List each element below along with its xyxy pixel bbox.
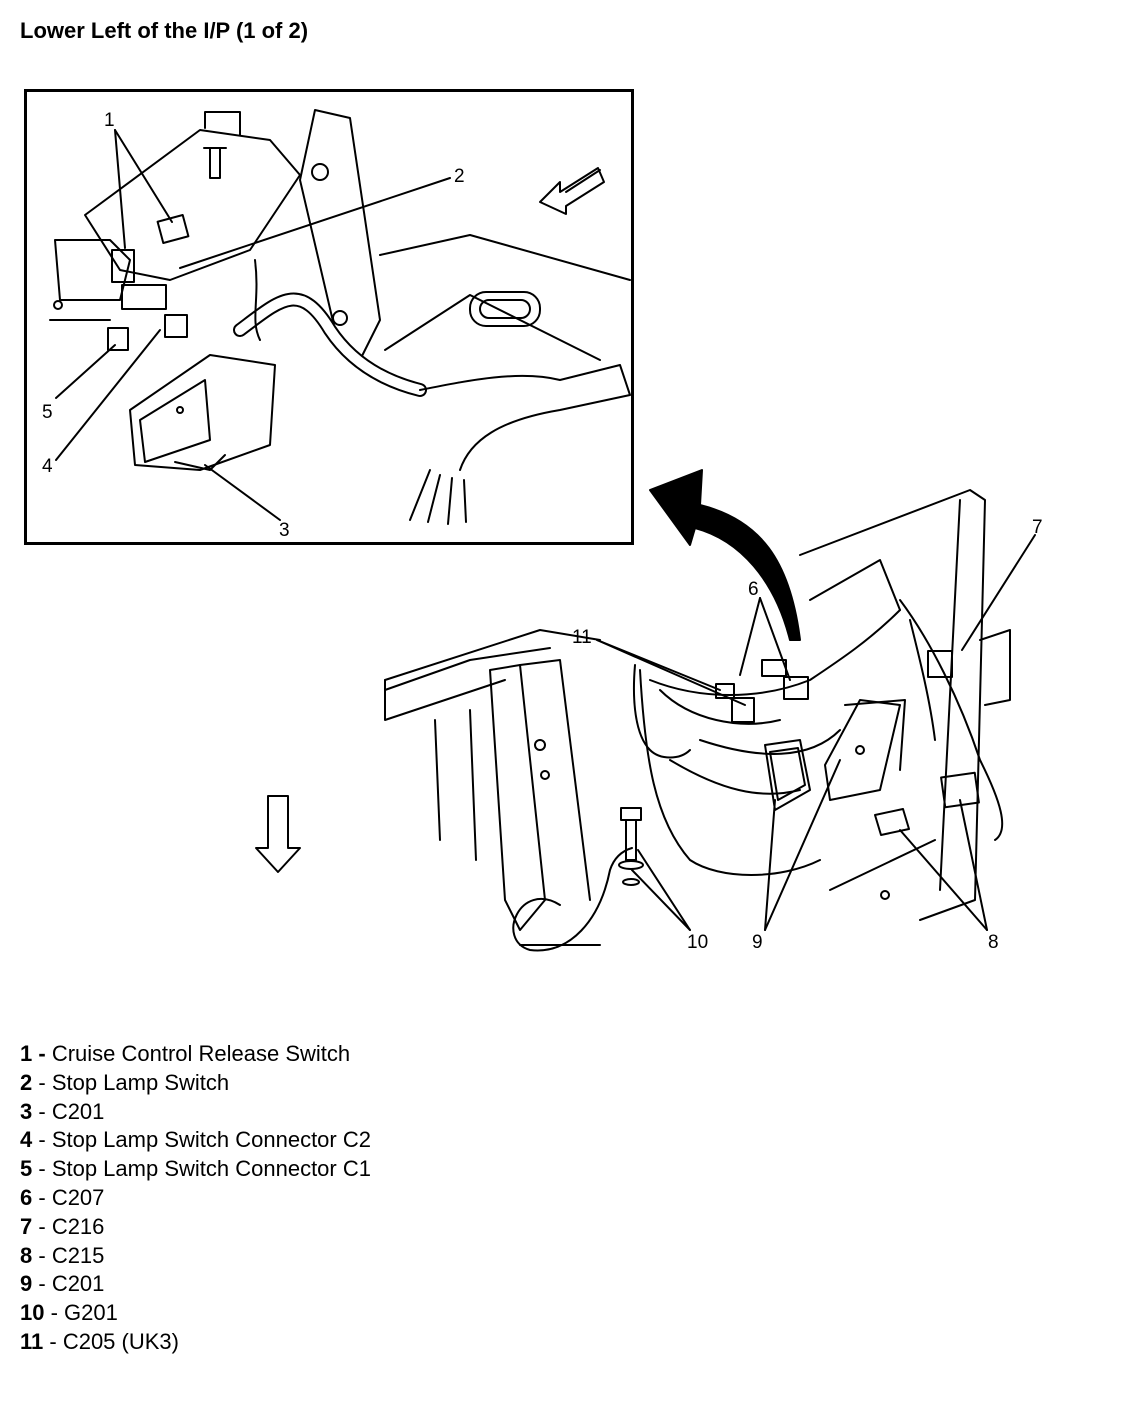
legend-item: 5 - Stop Lamp Switch Connector C1 xyxy=(20,1155,371,1184)
page-title: Lower Left of the I/P (1 of 2) xyxy=(20,18,309,43)
legend-number: 7 xyxy=(20,1213,33,1239)
legend-label: C201 xyxy=(51,1271,105,1297)
detail-inset-frame xyxy=(24,89,634,545)
legend-number: 3 xyxy=(20,1098,33,1124)
legend-item: 4 - Stop Lamp Switch Connector C2 xyxy=(20,1126,371,1155)
legend-label: Stop Lamp Switch Connector C1 xyxy=(51,1156,371,1182)
legend-number: 9 xyxy=(20,1271,33,1297)
legend-label: Cruise Control Release Switch xyxy=(51,1041,351,1066)
legend-separator: - xyxy=(32,1041,52,1066)
callout-11: 11 xyxy=(572,627,592,648)
legend-label: C216 xyxy=(51,1213,105,1239)
legend-separator: - xyxy=(44,1300,65,1326)
legend-number: 6 xyxy=(20,1184,33,1210)
callout-7: 7 xyxy=(1032,517,1043,538)
legend-item: 9 - C201 xyxy=(20,1270,371,1299)
legend-separator: - xyxy=(43,1328,63,1354)
legend-label: Stop Lamp Switch xyxy=(51,1069,230,1095)
callout-2: 2 xyxy=(454,166,465,187)
legend-item: 3 - C201 xyxy=(20,1098,371,1127)
legend-item: 8 - C215 xyxy=(20,1242,371,1271)
legend-label: Stop Lamp Switch Connector C2 xyxy=(51,1127,371,1153)
legend-item: 10 - G201 xyxy=(20,1299,371,1328)
legend-number: 5 xyxy=(20,1156,33,1182)
callout-5: 5 xyxy=(42,402,53,423)
legend-separator: - xyxy=(32,1069,52,1095)
callout-labels: 1 2 3 4 5 6 7 8 9 10 11 xyxy=(42,110,1043,953)
callout-10: 10 xyxy=(687,932,708,953)
legend-number: 4 xyxy=(20,1127,33,1153)
legend-number: 1 xyxy=(20,1041,33,1066)
callout-9: 9 xyxy=(752,932,763,953)
legend-separator: - xyxy=(32,1213,52,1239)
callout-3: 3 xyxy=(279,520,290,541)
main-illustration xyxy=(255,489,1036,952)
legend-number: 8 xyxy=(20,1242,33,1268)
legend-label: C201 xyxy=(51,1098,105,1124)
callout-8: 8 xyxy=(988,932,999,953)
legend-item: 7 - C216 xyxy=(20,1213,371,1242)
legend-item: 2 - Stop Lamp Switch xyxy=(20,1069,371,1098)
legend-number: 2 xyxy=(20,1069,33,1095)
legend-label: C205 (UK3) xyxy=(62,1328,179,1354)
legend-label: C215 xyxy=(51,1242,105,1268)
inset-illustration xyxy=(49,109,631,525)
callout-6: 6 xyxy=(748,579,759,600)
legend-separator: - xyxy=(32,1156,52,1182)
legend-separator: - xyxy=(32,1184,52,1210)
legend-item: 11 - C205 (UK3) xyxy=(20,1328,371,1357)
curved-reference-arrow xyxy=(649,469,801,641)
down-arrow xyxy=(255,795,301,873)
legend-number: 10 xyxy=(20,1300,45,1326)
legend-separator: - xyxy=(32,1127,52,1153)
legend-label: G201 xyxy=(64,1300,118,1326)
callout-1: 1 xyxy=(104,110,115,131)
legend-item: 1 - Cruise Control Release Switch xyxy=(20,1040,371,1069)
legend-separator: - xyxy=(32,1242,52,1268)
legend-number: 11 xyxy=(20,1328,44,1354)
legend-separator: - xyxy=(32,1098,52,1124)
legend-separator: - xyxy=(32,1271,52,1297)
callout-4: 4 xyxy=(42,456,53,477)
legend-label: C207 xyxy=(51,1184,105,1210)
legend: 1 - Cruise Control Release Switch 2 - St… xyxy=(20,1040,371,1357)
legend-item: 6 - C207 xyxy=(20,1184,371,1213)
